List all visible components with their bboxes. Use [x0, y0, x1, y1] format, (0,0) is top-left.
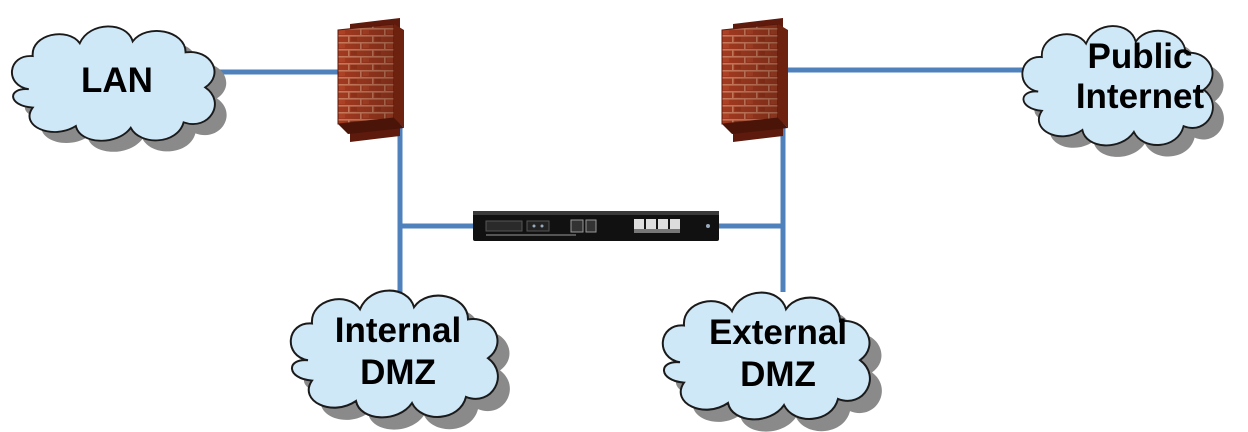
external-dmz-label-line1: External	[709, 313, 847, 352]
outer-firewall-brick-wall-icon	[721, 18, 788, 142]
public-internet-label-line1: Public	[1087, 37, 1192, 76]
external-dmz-label-line2: DMZ	[740, 355, 816, 394]
lan-label: LAN	[81, 61, 153, 100]
internal-dmz-label-line2: DMZ	[360, 353, 436, 392]
inner-firewall-brick-wall-icon	[337, 18, 404, 142]
public-internet-label-line2: Internet	[1076, 77, 1205, 116]
internal-dmz-label-line1: Internal	[335, 311, 461, 350]
appliance-rack-server-icon	[473, 211, 719, 241]
connection-lines	[215, 67, 1030, 292]
